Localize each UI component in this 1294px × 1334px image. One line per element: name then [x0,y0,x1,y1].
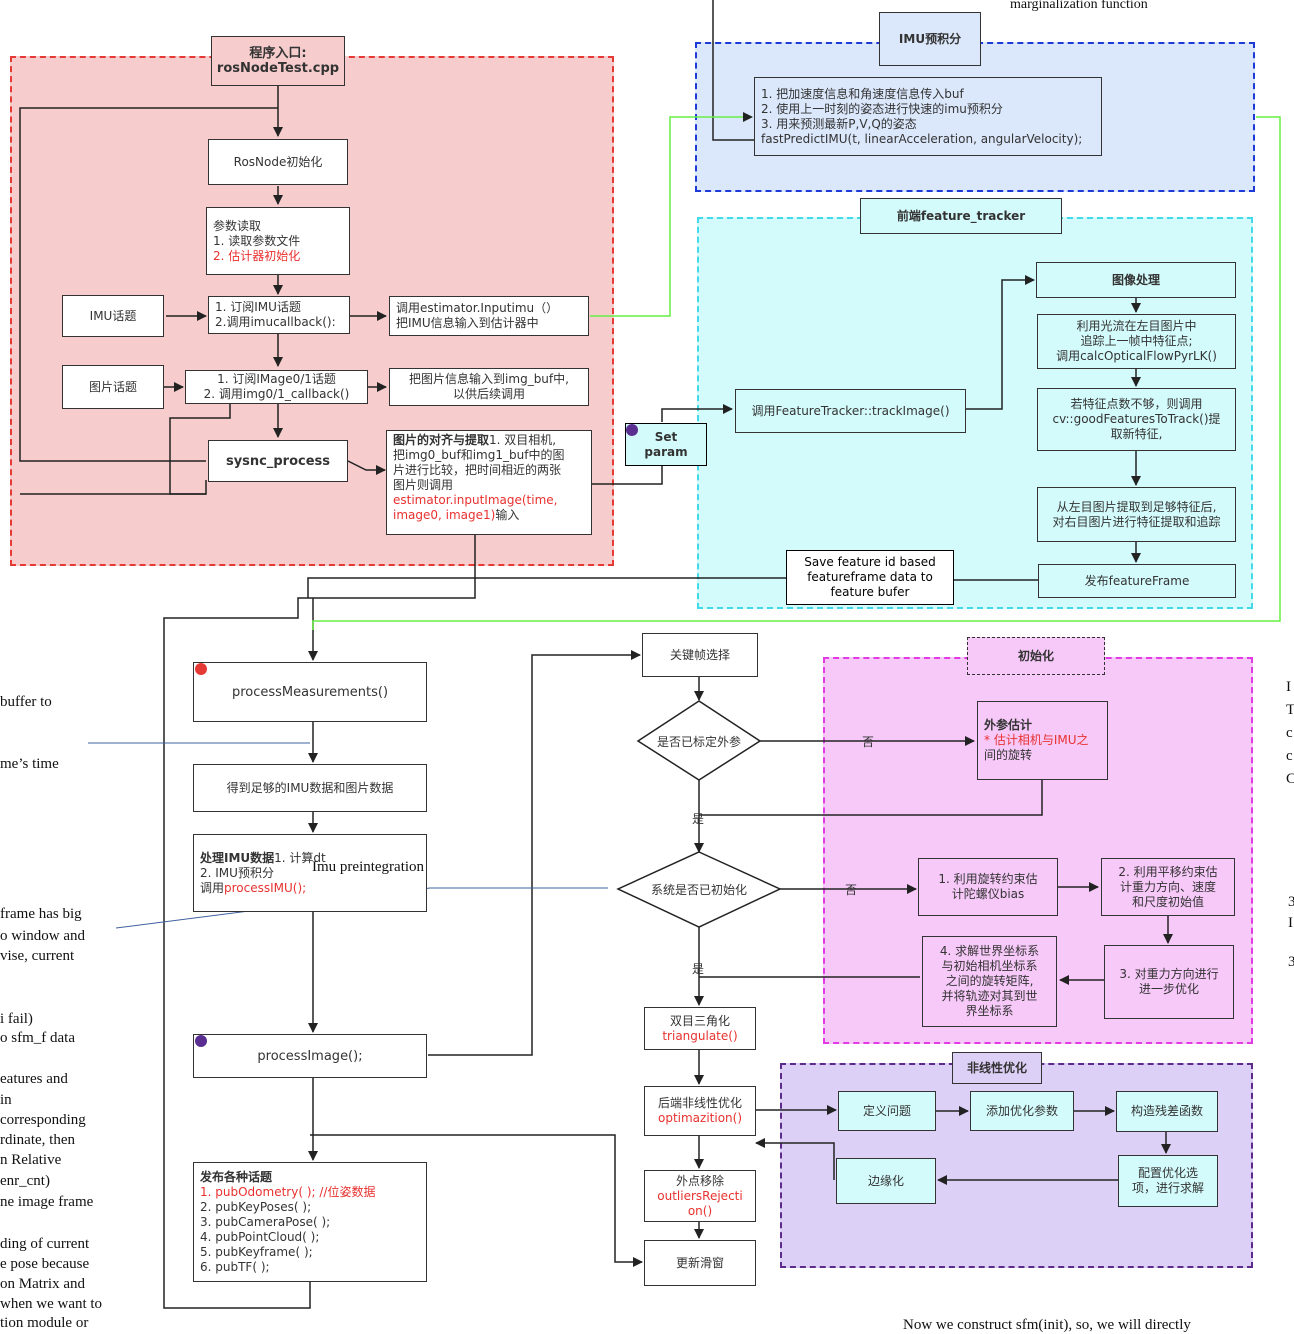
right-note: 3 [1288,894,1294,910]
process-image-box: processImage(); [193,1034,427,1078]
left-note: n Relative [0,1152,62,1168]
left-note: e pose because [0,1256,90,1272]
process-imu-box: 处理IMU数据1. 计算dt 2. IMU预积分 调用processIMU(); [193,834,427,912]
right-note: 3 [1288,954,1294,970]
left-note: vise, current [0,948,75,964]
left-note: ding of current [0,1236,90,1252]
process-measurements-marker [195,663,207,675]
left-note: on Matrix and [0,1276,85,1292]
init-step-2-box: 2. 利用平移约束估计重力方向、速度和尺度初始值 [1101,858,1235,916]
publish-topics-box: 发布各种话题 1. pubOdometry( ); //位姿数据 2. pubK… [193,1162,427,1282]
initialized-diamond [616,851,782,928]
get-data-box: 得到足够的IMU数据和图片数据 [193,764,427,812]
set-param-marker [626,424,638,436]
add-params-box: 添加优化参数 [970,1091,1074,1131]
left-note: rdinate, then [0,1132,75,1148]
imu-topic-box: IMU话题 [62,295,164,337]
top-note: marginalization function [1010,0,1148,12]
init-title: 初始化 [967,637,1105,675]
extrinsic-estimate-box: 外参估计 * 估计相机与IMU之 间的旋转 [977,701,1108,780]
image-align-box: 图片的对齐与提取1. 双目相机, 把img0_buf和img1_buf中的图 片… [386,430,592,535]
bottom-note: Now we construct sfm(init), so, we will … [903,1317,1191,1333]
init-step-1-box: 1. 利用旋转约束估计陀螺仪bias [918,858,1058,916]
rosnode-init-box: RosNode初始化 [208,139,348,185]
image-topic-box: 图片话题 [62,365,164,409]
left-note: eatures and [0,1071,68,1087]
param-read-box: 参数读取 1. 读取参数文件 2. 估计器初始化 [206,207,350,275]
calibration-question: 是否已标定外参 [656,735,741,749]
right-note: I [1288,915,1293,931]
marginalization-box: 边缘化 [836,1158,936,1204]
right-image-box: 从左目图片提取到足够特征后,对右目图片进行特征提取和追踪 [1037,487,1236,542]
track-image-box: 调用FeatureTracker::trackImage() [735,389,966,433]
right-note: c [1286,748,1293,764]
left-note: corresponding [0,1112,86,1128]
left-note: tion module or [0,1315,89,1331]
right-note: I [1286,679,1291,695]
imu-preintegration-note: Imu preintegration [312,859,425,875]
initialized-question: 系统是否已初始化 [650,883,747,897]
imu-preintegration-box: 1. 把加速度信息和角速度信息传入buf 2. 使用上一时刻的姿态进行快速的im… [754,77,1102,156]
left-note: o window and [0,928,85,944]
init-step-3-box: 3. 对重力方向进行进一步优化 [1104,945,1234,1019]
right-note: C [1286,771,1294,787]
left-note: in [0,1092,12,1108]
left-note: ne image frame [0,1194,94,1210]
calibration-diamond [636,700,762,781]
keyframe-select-box: 关键帧选择 [642,633,758,677]
sync-process-box: sysnc_process [208,440,348,482]
no-label-initialized: 否 [845,883,858,897]
right-note: T [1286,702,1294,718]
no-label-calibration: 否 [862,735,875,749]
call-inputimu-box: 调用estimator.Inputimu（）把IMU信息输入到估计器中 [389,296,589,336]
init-step-4-box: 4. 求解世界坐标系与初始相机坐标系之间的旋转矩阵,并将轨迹对其到世界坐标系 [922,936,1057,1027]
left-note: frame has big [0,906,82,922]
left-note: buffer to [0,694,52,710]
publish-featureframe-box: 发布featureFrame [1038,564,1236,598]
left-note: when we want to [0,1296,103,1312]
nonlinear-title: 非线性优化 [952,1052,1042,1084]
image-processing-box: 图像处理 [1036,262,1236,298]
update-window-box: 更新滑窗 [644,1240,756,1286]
image-buffer-box: 把图片信息输入到img_buf中,以供后续调用 [389,368,589,406]
process-measurements-box: processMeasurements() [193,662,427,722]
residual-box: 构造残差函数 [1116,1091,1218,1132]
right-note: c [1286,725,1293,741]
left-note: i fail) [0,1011,33,1027]
frontend-title: 前端feature_tracker [860,198,1062,234]
optical-flow-box: 利用光流在左目图片中追踪上一帧中特征点;调用calcOpticalFlowPyr… [1037,314,1236,369]
yes-label-calibration: 是 [692,812,705,826]
process-image-marker [195,1035,207,1047]
entry-box: 程序入口:rosNodeTest.cpp [211,36,345,86]
define-problem-box: 定义问题 [838,1091,936,1131]
solver-options-box: 配置优化选项，进行求解 [1118,1155,1218,1207]
imu-preintegration-title: IMU预积分 [879,12,981,66]
left-note: enr_cnt) [0,1173,50,1189]
yes-label-initialized: 是 [692,962,705,976]
left-note: o sfm_f data [0,1030,75,1046]
left-note: me’s time [0,756,59,772]
